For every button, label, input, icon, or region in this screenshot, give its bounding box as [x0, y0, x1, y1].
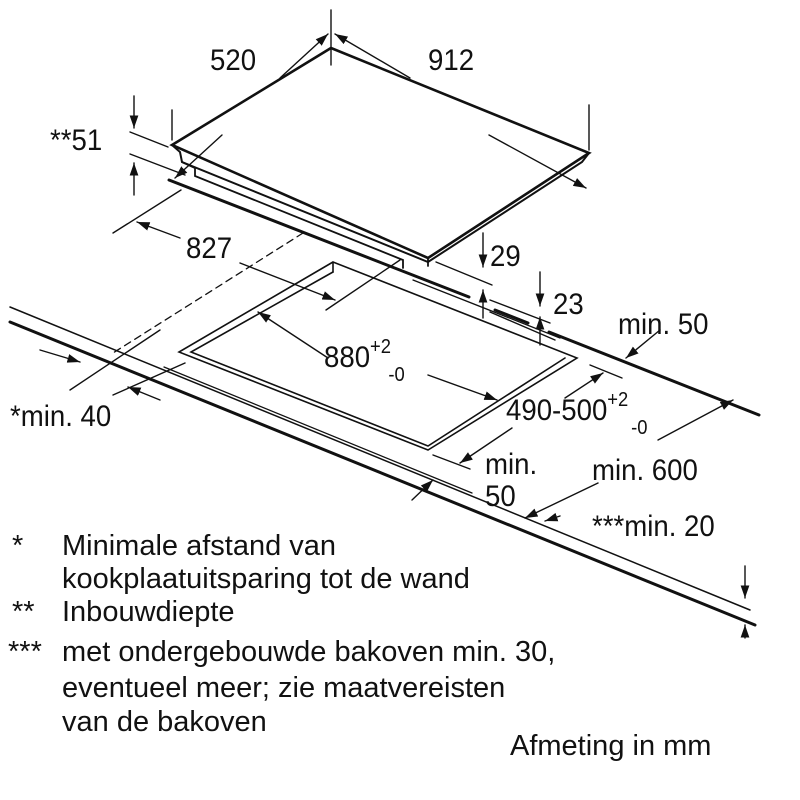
footnote-mark: *	[12, 530, 24, 562]
cutout-depth-value: 490-500	[506, 394, 608, 427]
dim-cutout-width: 880+2 -0	[324, 337, 405, 385]
tolerance-plus: +2	[607, 389, 629, 411]
countertop	[8, 178, 761, 627]
dim-depth-520: 520	[210, 44, 257, 77]
footnote-text: met ondergebouwde bakoven min. 30,	[62, 636, 556, 668]
dim-cutout-depth: 490-500+2-0	[506, 390, 647, 438]
dim-min50-back: min. 50	[618, 308, 709, 341]
footnote-text: eventueel meer; zie maatvereisten	[62, 672, 506, 704]
dim-29: 29	[490, 240, 521, 273]
dim-min40-side: *min. 40	[10, 400, 112, 433]
dim-install-depth: **51	[50, 124, 103, 157]
dim-min600: min. 600	[592, 454, 698, 487]
tolerance-minus: -0	[631, 417, 648, 439]
dim-min20: ***min. 20	[592, 510, 715, 543]
hob-installation-drawing	[8, 9, 761, 639]
tolerance-plus: +2	[370, 336, 392, 358]
dim-width-912: 912	[428, 44, 475, 77]
tolerance-minus: -0	[388, 364, 405, 386]
dim-23: 23	[553, 288, 584, 321]
footnote-text: kookplaatuitsparing tot de wand	[62, 563, 470, 595]
dim-min50-front-b: 50	[485, 480, 516, 513]
footnote-text: Minimale afstand van	[62, 530, 337, 562]
hob	[169, 46, 592, 269]
footnote-mark: ***	[8, 636, 42, 668]
footnote-text: van de bakoven	[62, 706, 267, 738]
cutout-width-value: 880	[324, 341, 371, 374]
footnote-text: Inbouwdiepte	[62, 596, 235, 628]
unit-note: Afmeting in mm	[510, 730, 712, 762]
dim-827: 827	[186, 232, 233, 265]
dim-min50-front-a: min.	[485, 448, 538, 481]
footnote-mark: **	[12, 596, 35, 628]
dimension-lines	[39, 9, 750, 639]
